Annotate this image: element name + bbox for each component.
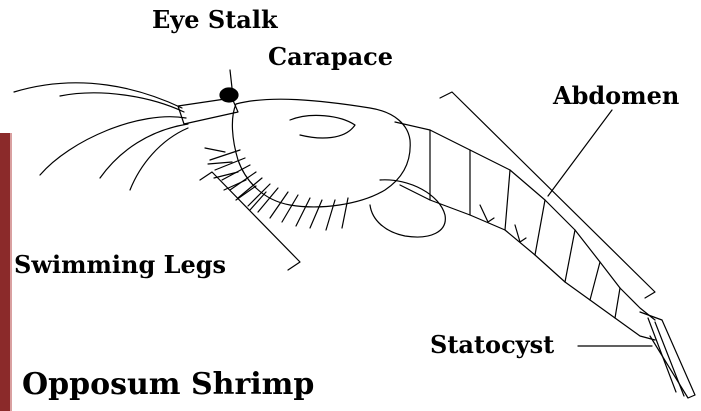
carapace-groove [290,115,355,138]
antenna-2 [60,93,184,112]
abdomen-seg-6 [590,262,600,300]
label-carapace: Carapace [268,45,393,69]
abdomen-seg-4 [535,200,545,255]
antenna-long [14,83,182,108]
antenna-4 [100,124,188,178]
label-abdomen: Abdomen [553,84,679,108]
label-swimming-legs: Swimming Legs [14,253,226,277]
abdomen-lower [400,185,655,340]
abdomen-seg-3 [505,170,510,230]
label-eye-stalk: Eye Stalk [152,8,278,32]
antenna-5 [130,128,188,190]
antenna-3 [40,117,186,175]
diagram-title: Opposum Shrimp [22,370,314,400]
abdomen-seg-7 [615,288,620,318]
eye [220,88,238,102]
swimming-legs-group [205,148,348,230]
pleopod-1 [480,205,494,222]
abdomen-upper [395,122,655,320]
bracket-abdomen [440,92,655,298]
label-statocyst: Statocyst [430,333,554,357]
abdomen-seg-5 [565,230,575,282]
eye-stalk-line [230,70,232,88]
leader-abdomen [548,110,612,196]
uropod-1 [648,318,676,392]
